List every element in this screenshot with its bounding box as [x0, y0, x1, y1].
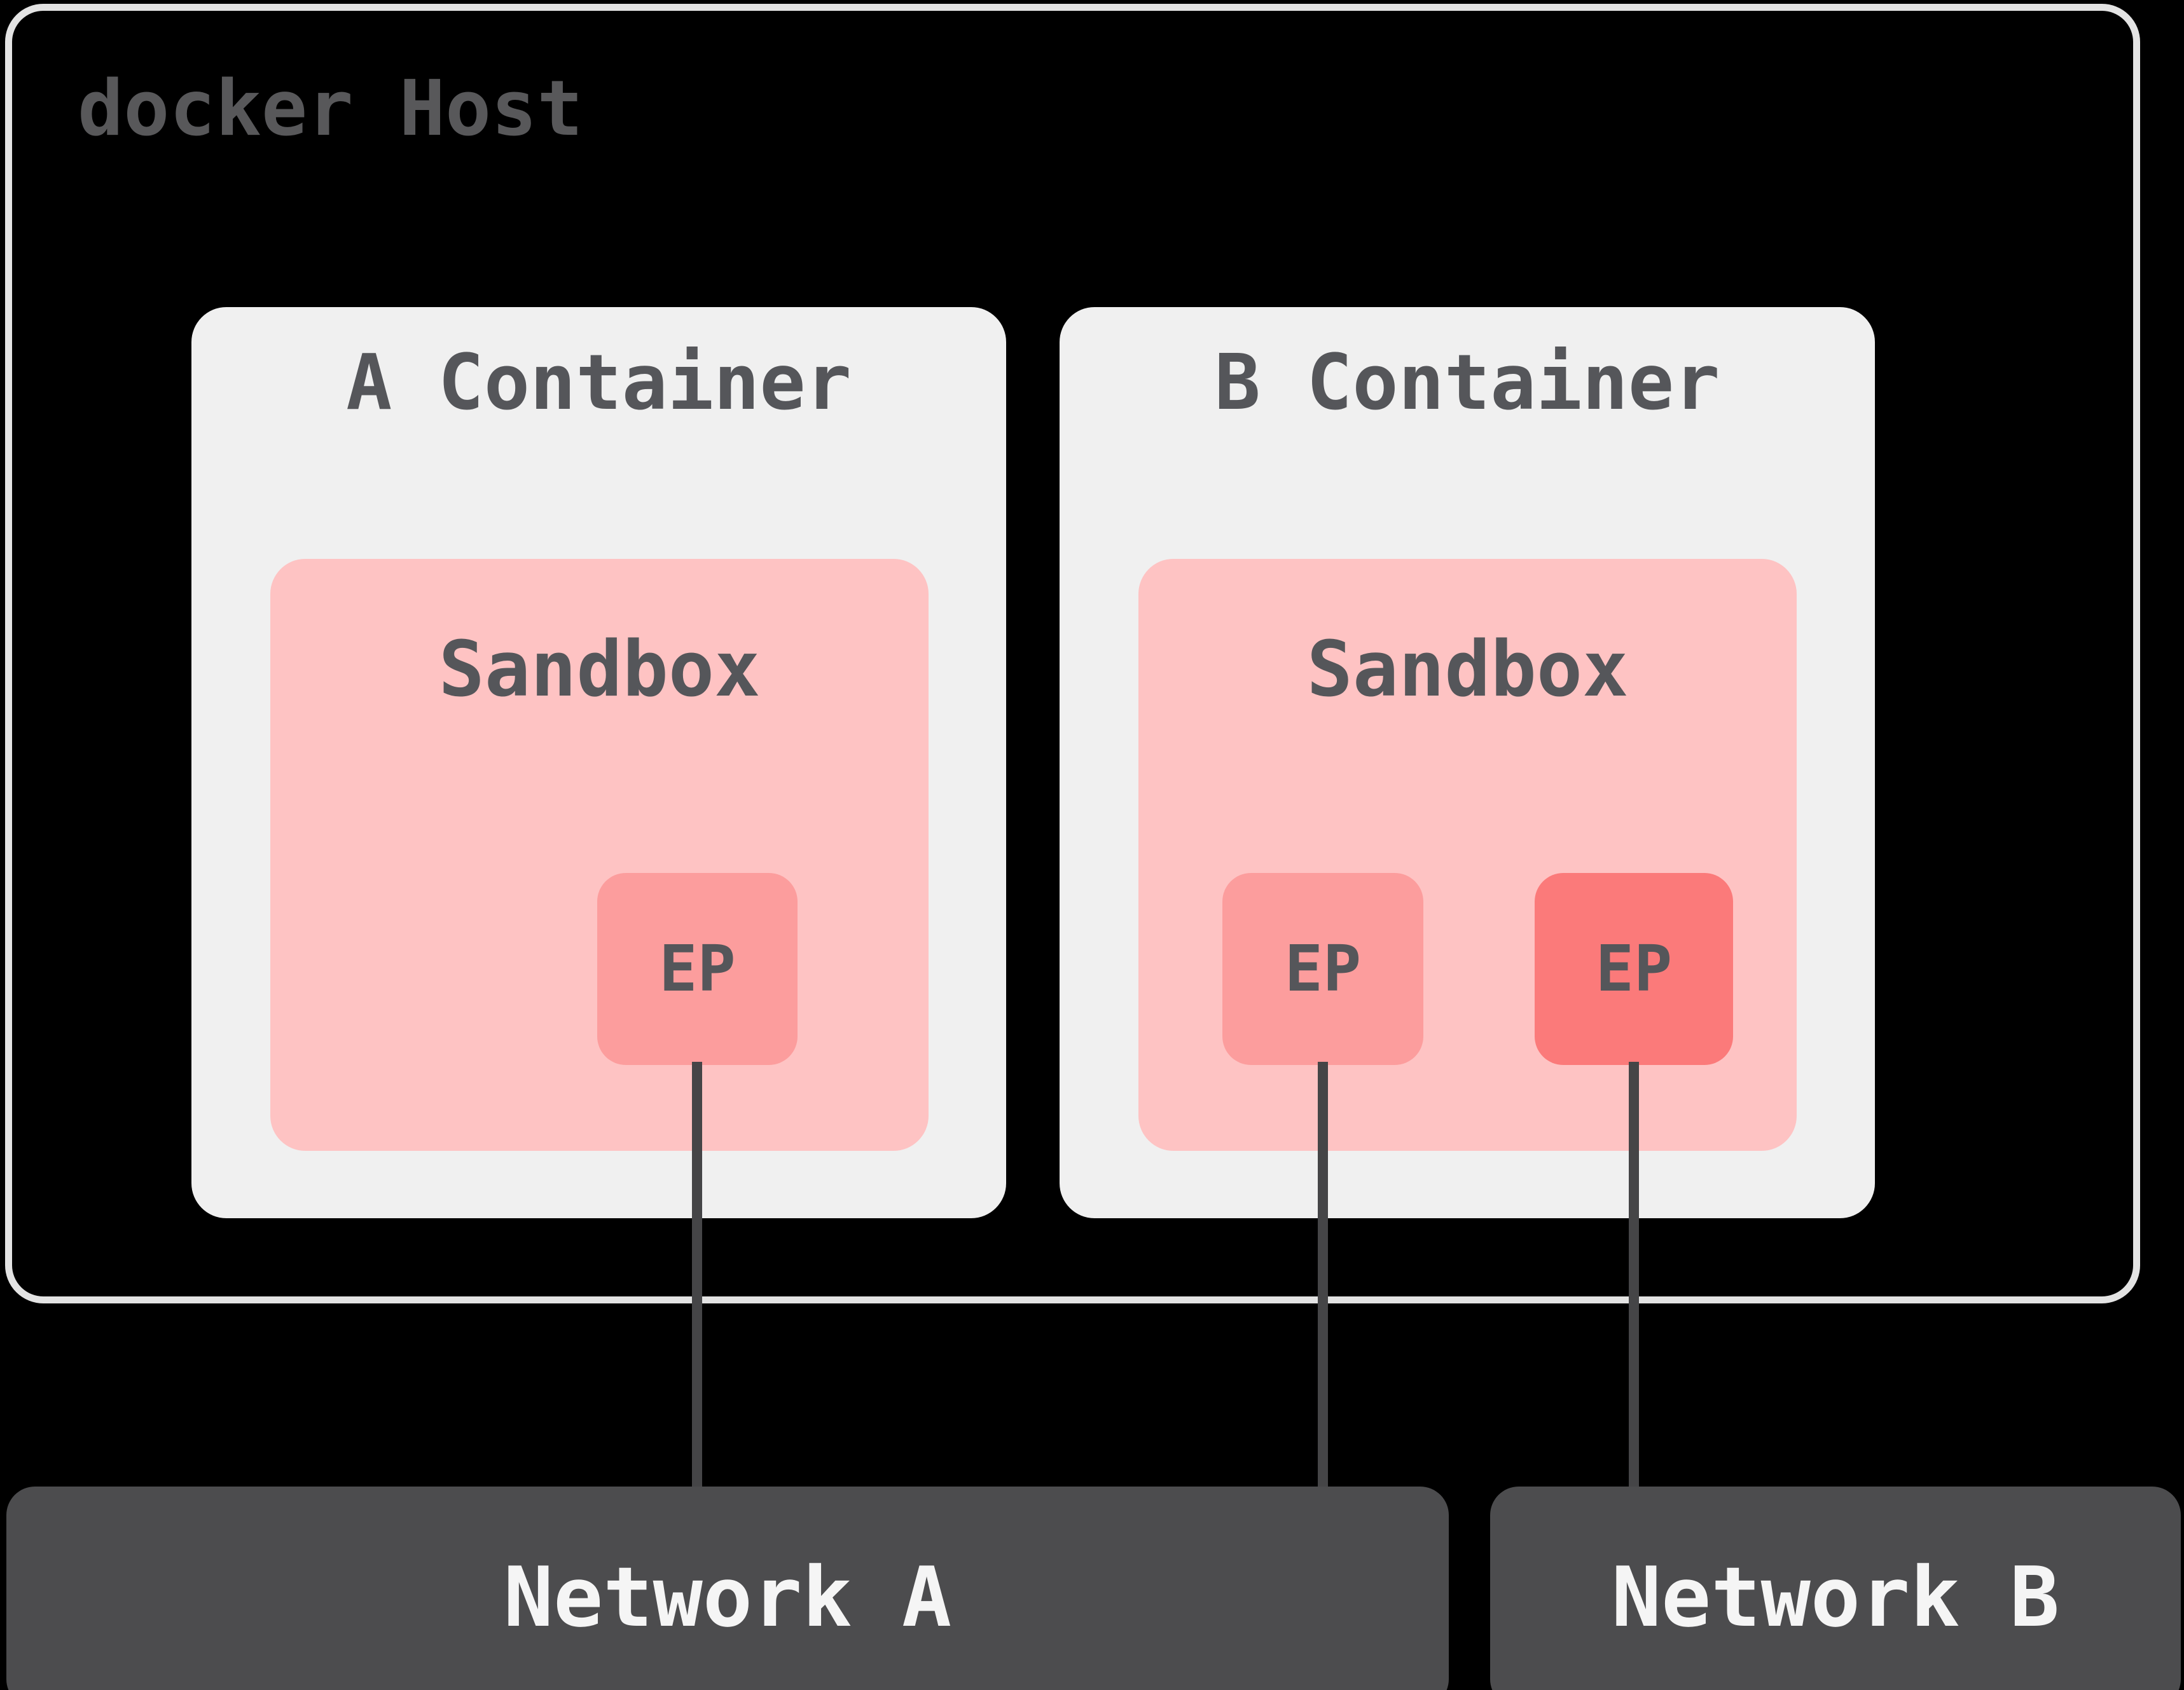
endpoint-b1-label: EP	[1284, 931, 1362, 1006]
container-a-sandbox-label: Sandbox	[438, 626, 761, 714]
network-a-label: Network A	[503, 1549, 952, 1645]
container-a-title: A Container	[346, 339, 852, 427]
endpoint-b2-label: EP	[1595, 931, 1673, 1006]
container-b-box: B Container Sandbox EP EP	[1060, 307, 1875, 1218]
container-b-title: B Container	[1214, 339, 1720, 427]
network-b-label: Network B	[1611, 1549, 2060, 1645]
container-a-box: A Container Sandbox EP	[191, 307, 1006, 1218]
connector-endpoint-b2-to-network-b	[1629, 1062, 1639, 1487]
connector-endpoint-a1-to-network-a	[692, 1062, 702, 1487]
endpoint-a1: EP	[597, 873, 798, 1065]
network-b-box: Network B	[1490, 1487, 2181, 1690]
network-a-box: Network A	[6, 1487, 1449, 1690]
docker-host-label: docker Host	[78, 65, 583, 153]
endpoint-b2: EP	[1535, 873, 1733, 1065]
container-b-sandbox-label: Sandbox	[1306, 626, 1629, 714]
endpoint-a1-label: EP	[659, 931, 736, 1006]
container-a-sandbox: Sandbox EP	[270, 559, 929, 1151]
endpoint-b1: EP	[1222, 873, 1423, 1065]
connector-endpoint-b1-to-network-a	[1318, 1062, 1328, 1487]
container-b-sandbox: Sandbox EP EP	[1138, 559, 1797, 1151]
